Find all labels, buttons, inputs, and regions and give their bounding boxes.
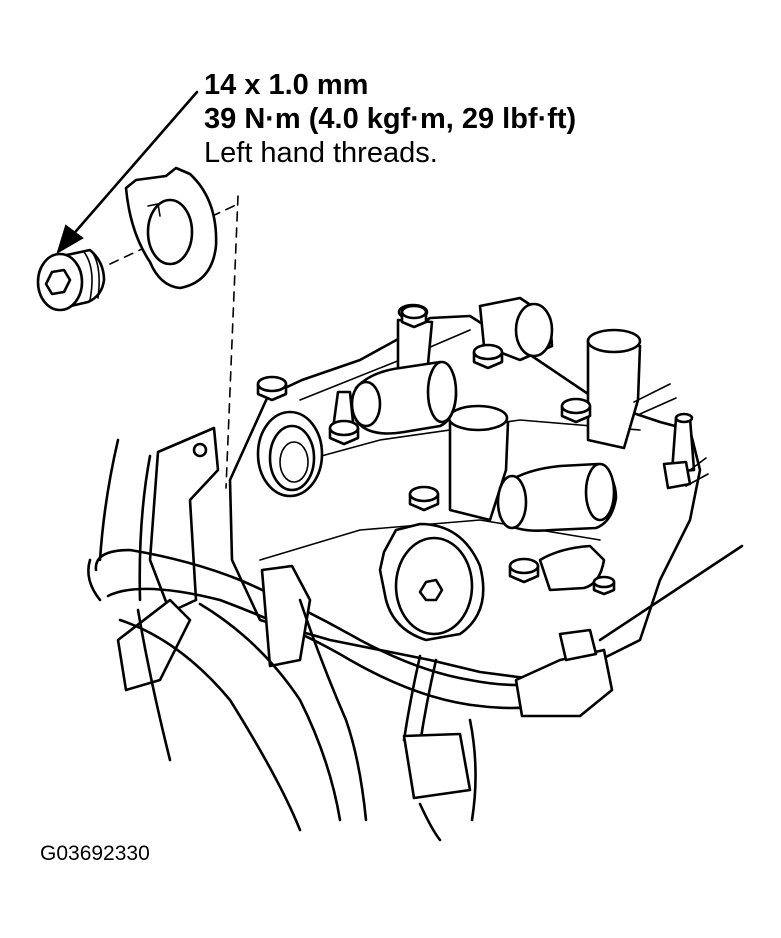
plug-bolt — [36, 248, 106, 312]
camshaft — [350, 360, 618, 592]
wiring-harness — [87, 544, 744, 832]
torque-callout: 14 x 1.0 mm 39 N·m (4.0 kgf·m, 29 lbf·ft… — [204, 68, 576, 170]
figure-id: G03692330 — [40, 842, 150, 865]
callout-arrow — [56, 90, 199, 255]
cap-bolts — [256, 304, 616, 596]
oil-seal — [256, 410, 324, 498]
pulse-plate — [124, 166, 218, 290]
pillars — [330, 296, 696, 522]
thread-note: Left hand threads. — [204, 137, 438, 169]
mounted-pulse-plate — [378, 522, 485, 642]
bolt-size: 14 x 1.0 mm — [204, 69, 369, 101]
torque-spec: 39 N·m (4.0 kgf·m, 29 lbf·ft) — [204, 103, 577, 135]
leader-lines — [633, 383, 709, 487]
frame-strut — [98, 426, 220, 614]
lower-body — [136, 608, 477, 842]
